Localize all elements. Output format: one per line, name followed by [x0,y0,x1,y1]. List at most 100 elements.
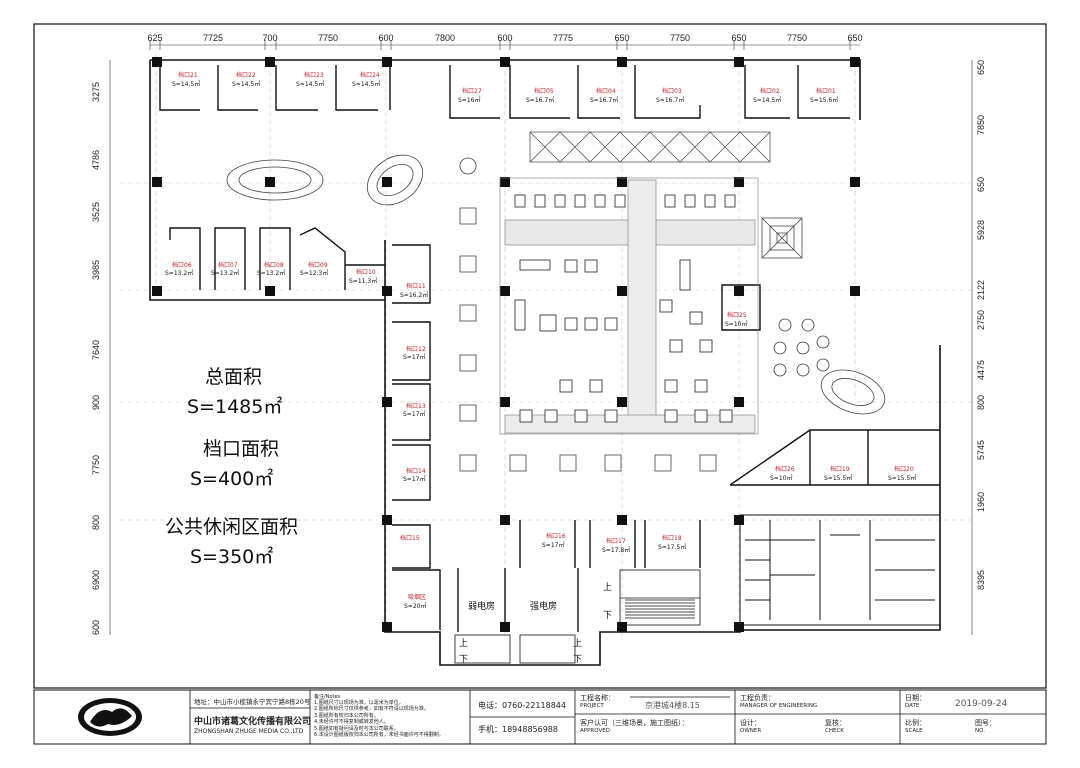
round-seats [773,318,830,377]
side-dimension-lines [109,60,973,635]
dim-top-4: 7750 [317,33,339,43]
grid-axes [120,55,975,640]
manager-label: 工程负责： [740,694,775,702]
stall-area: S=16.7㎡ [526,97,555,104]
stall-area: S=16.2㎡ [400,292,429,299]
stall-area-label: 档口面积 [203,438,280,460]
stall-area: S=17㎡ [542,542,565,549]
smoking-area-size: S=20㎡ [404,603,427,610]
stall-label: 档口20 [894,466,914,473]
stall-area: S=15.5㎡ [824,475,853,482]
stall-label: 档口10 [356,269,376,276]
dim-top-5: 600 [378,33,394,43]
project-name-label: 工程名称： [580,694,615,702]
stall-label: 档口14 [406,468,426,475]
stair-down-label: 下 [603,611,613,621]
project-name-label-en: PROJECT [580,703,604,709]
stall-area: S=15.6㎡ [810,97,839,104]
stall-area: S=14.5㎡ [753,97,782,104]
mobile-number: 手机：18948856988 [478,725,558,734]
weak-electric-room: 弱电房 [468,602,496,612]
stall-area: S=17㎡ [403,411,426,418]
dim-left-9: 6900 [91,569,101,590]
stall-label: 档口12 [406,346,426,353]
stall-label: 档口25 [727,312,747,319]
stall-area: S=14.5㎡ [352,81,381,88]
stall-area: S=14.5㎡ [296,81,325,88]
company-name-en: ZHONGSHAN ZHUGE MEDIA CO.,LTD [194,728,304,735]
dim-left-8: 800 [91,514,101,530]
stall-label: 档口21 [178,72,198,79]
stall-walls-top-middle [449,65,701,119]
review-label-en: CHECK [825,728,844,734]
top-dimension-line [149,40,860,50]
stall-label: 档口01 [816,88,836,95]
stall-walls-top-left [159,65,391,111]
dim-left-7: 7750 [91,454,101,475]
design-label-en: OWNER [740,728,762,734]
scale-label: 比例： [905,719,926,727]
company-address: 地址：中山市小榄镇永宁宾宁路8栋20号 [194,698,311,706]
stall-area: S=17.8㎡ [602,547,631,554]
title-block-frame [33,689,1047,745]
stall-label: 档口22 [236,72,256,79]
note-item: 4.未经许可不得复制或转发他人。 [314,719,389,726]
planters [226,154,886,415]
stall-label: 档口06 [172,262,192,269]
dim-right-10: 1960 [976,491,986,512]
stall-label: 档口09 [308,262,328,269]
dim-top-13: 650 [847,33,863,43]
dim-left-2: 4786 [91,149,101,170]
stall-area: S=15.5㎡ [888,475,917,482]
stall-label: 档口26 [775,466,795,473]
dim-left-5: 7640 [91,339,101,360]
stall-area: S=10㎡ [725,321,748,328]
stall-label: 档口11 [406,283,426,290]
stall-label: 档口18 [662,535,682,542]
design-label: 设计： [740,719,761,727]
dim-left-6: 900 [91,394,101,410]
dim-left-1: 3275 [91,81,101,102]
dim-left-10: 600 [91,619,101,635]
stall-area: S=17.5㎡ [658,544,687,551]
strong-electric-room: 强电房 [530,602,558,612]
review-label: 复核： [825,719,846,727]
dim-right-1: 650 [976,59,986,75]
stall-label: 档口13 [406,403,426,410]
stall-area: S=10㎡ [770,475,793,482]
dim-top-2: 7725 [202,33,224,43]
total-area-value: S=1485㎡ [187,396,283,418]
stair-up-label: 上 [573,639,583,649]
approved-label-en: APPROVED [580,728,610,734]
dim-top-10: 7750 [669,33,691,43]
dining-tables [514,194,736,423]
dim-top-12: 7750 [786,33,808,43]
stall-area: S=17㎡ [403,476,426,483]
public-area-value: S=350㎡ [190,546,274,568]
dim-right-5: 2122 [976,279,986,300]
date-label-en: DATE [905,703,920,709]
stall-walls-bottom [457,520,701,632]
central-dining-court [499,177,759,435]
dim-right-9: 5745 [976,439,986,460]
project-name: 京港城4楼8.15 [645,701,700,710]
date-value: 2019-09-24 [955,699,1008,709]
dim-top-1: 625 [147,33,163,43]
stall-area: S=14.5㎡ [232,81,261,88]
dim-top-8: 7775 [552,33,574,43]
dim-top-3: 700 [262,33,278,43]
total-area-label: 总面积 [205,366,263,388]
stall-walls-left [169,227,385,290]
dim-right-11: 8395 [976,569,986,590]
stall-walls-top-right [744,65,850,119]
dim-right-7: 4475 [976,359,986,380]
notes-title: 备注/Notes [314,694,341,700]
date-label: 日期： [905,694,926,702]
dim-right-3: 650 [976,176,986,192]
public-area-label: 公共休闲区面积 [165,516,299,538]
dim-top-7: 600 [497,33,513,43]
note-item: 6.本设计图纸版权归本公司所有，未经书面许可不得翻制。 [314,732,444,739]
structural-columns [152,57,860,632]
